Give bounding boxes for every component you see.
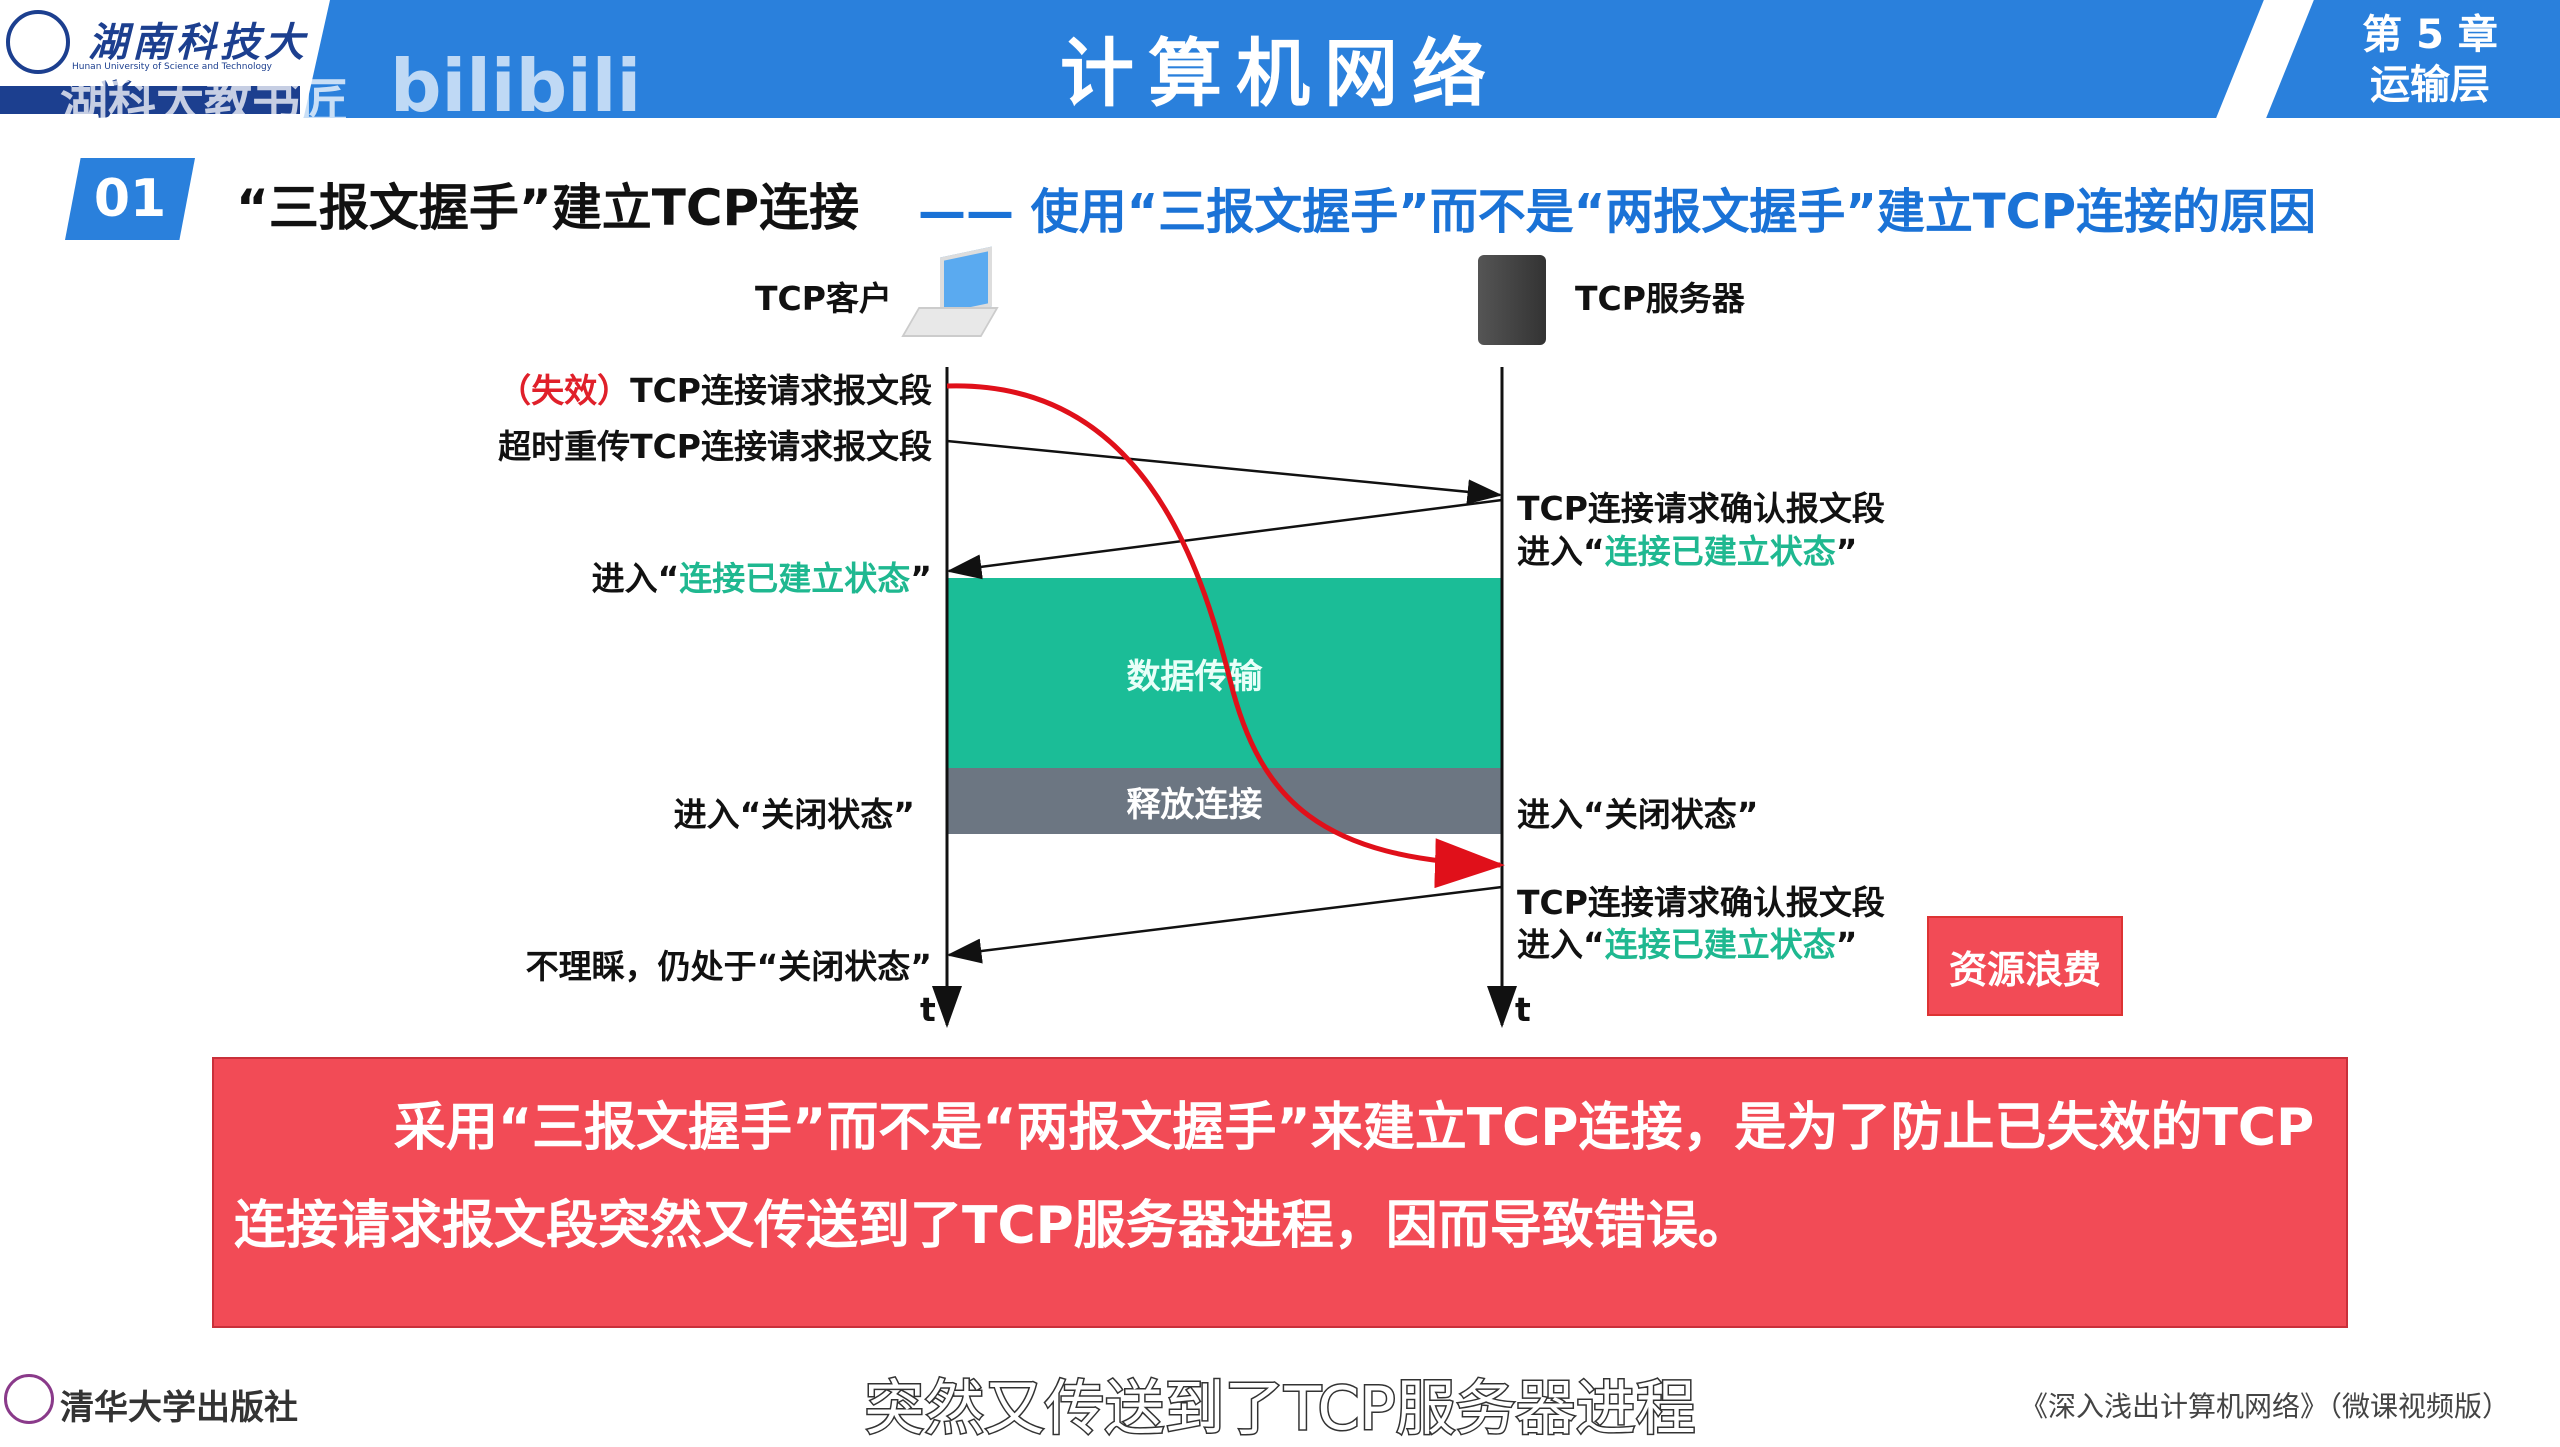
retransmit-arrow xyxy=(946,439,1503,505)
ack2-arrow xyxy=(946,885,1503,964)
invalid-request-text: TCP连接请求报文段 xyxy=(630,371,932,410)
quote: ” xyxy=(1835,532,1858,571)
section-subtitle: —— 使用“三报文握手”而不是“两报文握手”建立TCP连接的原因 xyxy=(918,184,2317,240)
university-emblem-icon xyxy=(6,10,70,74)
client-label: TCP客户 xyxy=(755,279,892,318)
section-number-badge: 01 xyxy=(65,158,195,240)
data-transfer-block: 数据传输 xyxy=(947,578,1502,768)
bilibili-watermark: bilibili xyxy=(390,44,642,128)
server-established-label-1: 进入“连接已建立状态” xyxy=(1517,525,1857,573)
client-closed-label: 进入“关闭状态” xyxy=(673,795,915,834)
university-strip xyxy=(0,86,300,114)
conclusion-box: 采用“三报文握手”而不是“两报文握手”来建立TCP连接，是为了防止已失效的TCP… xyxy=(212,1057,2348,1328)
quote: ” xyxy=(1835,925,1858,964)
video-caption: 突然又传送到了TCP服务器进程 xyxy=(863,1373,1697,1446)
laptop-icon xyxy=(901,246,1000,347)
chapter-number: 第 5 章 xyxy=(2362,12,2498,58)
enter-text: 进入“ xyxy=(1517,532,1605,571)
client-ignore-label: 不理睬，仍处于“关闭状态” xyxy=(525,947,932,986)
invalid-request-label: （失效）TCP连接请求报文段 xyxy=(498,364,932,412)
section-title: “三报文握手”建立TCP连接 xyxy=(236,179,860,237)
press-logo: 清华大学出版社 xyxy=(60,1388,298,1428)
enter-text: 进入“ xyxy=(1517,925,1605,964)
server-time-axis-label: t xyxy=(1515,990,1531,1029)
invalid-request-curve xyxy=(946,383,1505,889)
invalid-prefix: （失效） xyxy=(498,371,631,410)
release-connection-block: 释放连接 xyxy=(947,768,1502,834)
main-title: 计算机网络 xyxy=(1060,31,1500,117)
quote: ” xyxy=(910,559,932,598)
watermark: 湖科大教书匠 xyxy=(60,74,349,130)
ack2-label: TCP连接请求确认报文段 xyxy=(1517,883,1885,922)
release-label: 释放连接 xyxy=(1126,784,1263,825)
server-icon xyxy=(1478,255,1546,345)
server-established-label-2: 进入“连接已建立状态” xyxy=(1517,918,1857,966)
chapter-name: 运输层 xyxy=(2370,62,2490,108)
established-text: 连接已建立状态 xyxy=(679,559,911,598)
header-bar xyxy=(0,0,2560,118)
client-established-label: 进入“连接已建立状态” xyxy=(592,552,932,600)
university-name-en: Hunan University of Science and Technolo… xyxy=(72,62,273,72)
client-time-axis-label: t xyxy=(920,990,936,1029)
enter-text: 进入“ xyxy=(591,559,680,598)
established-text: 连接已建立状态 xyxy=(1604,532,1836,571)
resource-waste-badge: 资源浪费 xyxy=(1927,916,2123,1016)
chapter-label: 第 5 章 运输层 xyxy=(2330,10,2530,110)
server-label: TCP服务器 xyxy=(1575,279,1745,318)
ack1-label: TCP连接请求确认报文段 xyxy=(1517,489,1885,528)
press-emblem-icon xyxy=(4,1374,54,1424)
server-closed-label: 进入“关闭状态” xyxy=(1517,795,1759,834)
ack1-arrow xyxy=(946,498,1503,580)
retransmit-label: 超时重传TCP连接请求报文段 xyxy=(498,427,932,466)
book-title: 《深入浅出计算机网络》（微课视频版） xyxy=(2020,1390,2511,1423)
established-text: 连接已建立状态 xyxy=(1604,925,1836,964)
university-logo: 湖南科技大学 Hunan University of Science and T… xyxy=(0,0,330,118)
data-transfer-label: 数据传输 xyxy=(1126,656,1263,697)
